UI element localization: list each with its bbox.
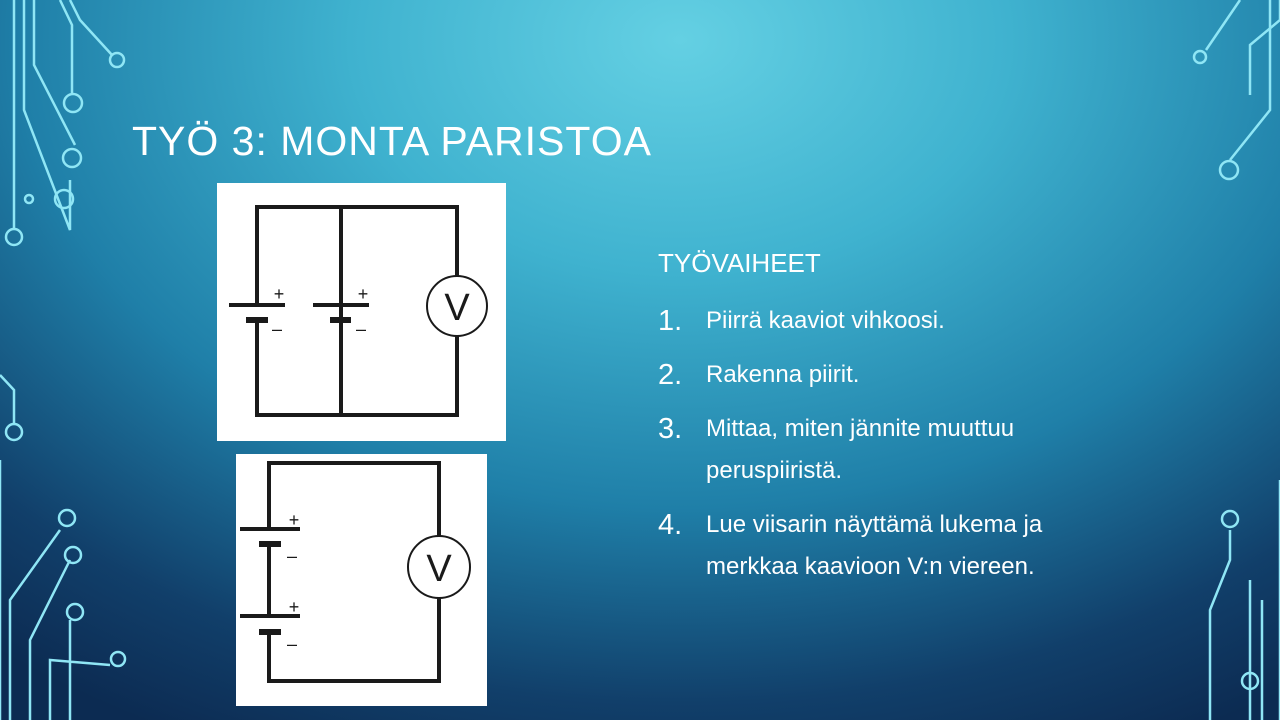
battery-plus-label: + [289, 597, 300, 617]
battery-minus-label: – [287, 546, 297, 566]
battery-plus-label: + [358, 284, 369, 304]
step-number: 3. [658, 413, 683, 445]
battery-minus-label: – [272, 319, 282, 339]
battery-plus-label: + [274, 284, 285, 304]
step-text: Lue viisarin näyttämä lukema ja merkkaa … [706, 511, 1043, 580]
step-number: 1. [658, 305, 683, 337]
slide-title: TYÖ 3: MONTA PARISTOA [132, 118, 652, 164]
step-text: Rakenna piirit. [706, 361, 860, 388]
steps-list: 1. Piirrä kaaviot vihkoosi. 2. Rakenna pii… [658, 300, 1178, 600]
step-number: 2. [658, 359, 683, 391]
step-text: Mittaa, miten jännite muuttuu peruspiiri… [706, 415, 1015, 484]
voltmeter-label: V [426, 548, 452, 590]
battery-minus-label: – [356, 319, 366, 339]
step-text: Piirrä kaaviot vihkoosi. [706, 307, 945, 334]
step-number: 4. [658, 509, 683, 541]
parallel-circuit-diagram: + – + – V [217, 183, 506, 441]
battery-plus-label: + [289, 510, 300, 530]
steps-heading: TYÖVAIHEET [658, 248, 821, 278]
voltmeter-label: V [444, 287, 470, 329]
list-item: 3. Mittaa, miten jännite muuttuu peruspii… [658, 408, 1088, 492]
list-item: 4. Lue viisarin näyttämä lukema ja merkka… [658, 504, 1128, 588]
battery-minus-label: – [287, 634, 297, 654]
list-item: 2. Rakenna piirit. [658, 354, 1178, 396]
list-item: 1. Piirrä kaaviot vihkoosi. [658, 300, 1178, 342]
series-circuit-diagram: + – + – V [236, 454, 487, 706]
